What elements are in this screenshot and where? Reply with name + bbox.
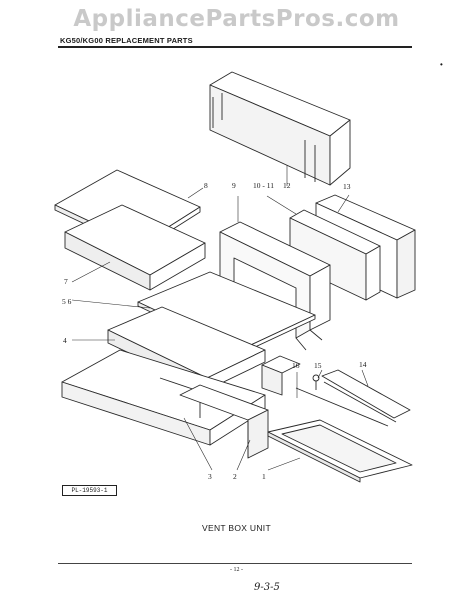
part-10-11-side-panel (289, 209, 381, 301)
diagram-caption: VENT BOX UNIT (202, 523, 271, 533)
part-15-fastener (312, 374, 320, 390)
page-number: - 12 - (230, 567, 243, 573)
page-header-title: KG50/KG00 REPLACEMENT PARTS (60, 36, 193, 45)
header-divider (58, 46, 412, 48)
margin-mark: • (440, 60, 443, 69)
callout-12: 12 (283, 181, 291, 190)
watermark-logo: AppliancePartsPros.com (73, 6, 400, 32)
handwritten-note: 9-3-5 (254, 582, 280, 593)
callout-7: 7 (64, 277, 68, 286)
part-14-rail (295, 369, 411, 427)
leader-lines (71, 165, 369, 471)
part-12-hood-cover (209, 71, 351, 186)
callout-8: 8 (204, 181, 208, 190)
callout-13: 13 (343, 182, 351, 191)
callout-1: 1 (262, 472, 266, 481)
callout-labels: 8 9 10 - 11 12 13 7 5 6 4 16 15 14 3 2 1 (62, 181, 367, 481)
drawing-number-stamp: PL-19593-1 (62, 485, 117, 496)
footer-divider (58, 563, 412, 564)
callout-5-6: 5 6 (62, 297, 72, 306)
callout-14: 14 (359, 360, 367, 369)
callout-16: 16 (292, 361, 300, 370)
callout-9: 9 (232, 181, 236, 190)
callout-4: 4 (63, 336, 67, 345)
callout-10-11: 10 - 11 (253, 181, 274, 190)
part-7-foam-pad (64, 204, 206, 291)
callout-3: 3 (208, 472, 212, 481)
part-16-strip (261, 355, 301, 396)
part-1-grille (267, 419, 413, 483)
callout-2: 2 (233, 472, 237, 481)
part-9-frame (219, 221, 331, 351)
callout-15: 15 (314, 361, 322, 370)
